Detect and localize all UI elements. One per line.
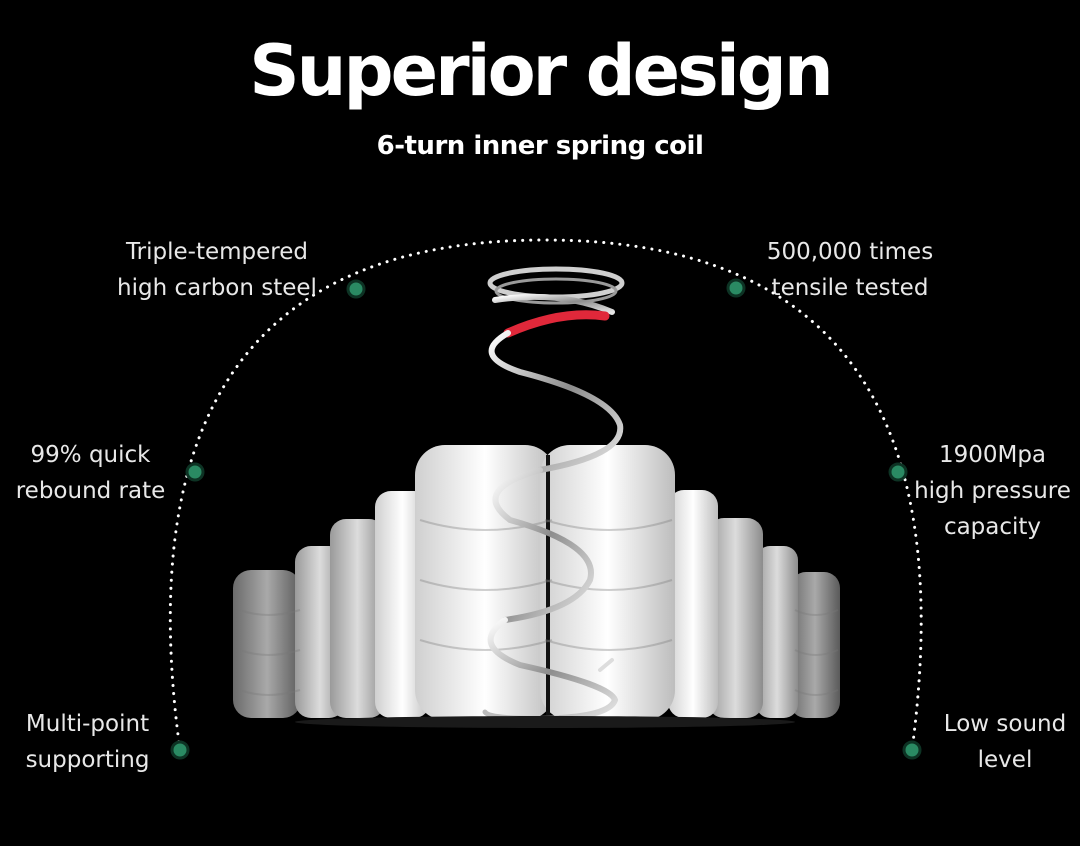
feature-rebound-line1: 99% quick [30,442,151,468]
feature-rebound-line2: rebound rate [15,478,166,504]
feature-steel-line1: Triple-tempered [126,239,308,265]
feature-support-line1: Multi-point [25,711,150,737]
pocket-springs-front [415,445,675,720]
marker-bottom-left [170,740,190,760]
feature-steel-line2: high carbon steel [117,275,317,301]
feature-pressure: 1900Mpa high pressure capacity [910,437,1075,545]
page-title: Superior design [249,30,834,112]
marker-mid-right [888,462,908,482]
feature-pressure-line2: high pressure [914,478,1071,504]
feature-sound: Low sound level [930,706,1080,778]
feature-support-line2: supporting [25,747,150,773]
feature-tensile-line1: 500,000 times [766,239,934,265]
feature-pressure-line1: 1900Mpa [938,442,1047,468]
marker-top-left [346,279,366,299]
feature-tensile: 500,000 times tensile tested [755,234,945,306]
feature-sound-line1: Low sound [943,711,1067,737]
feature-pressure-line3: capacity [943,514,1042,540]
marker-mid-left [185,462,205,482]
page-subtitle: 6-turn inner spring coil [376,131,704,161]
feature-sound-line2: level [977,747,1033,773]
feature-tensile-line2: tensile tested [771,275,929,301]
feature-support: Multi-point supporting [10,706,165,778]
feature-markers [170,278,922,760]
marker-bottom-right [902,740,922,760]
coil-spring [482,266,625,721]
feature-rebound: 99% quick rebound rate [8,437,173,509]
feature-steel: Triple-tempered high carbon steel [112,234,322,306]
marker-top-right [726,278,746,298]
